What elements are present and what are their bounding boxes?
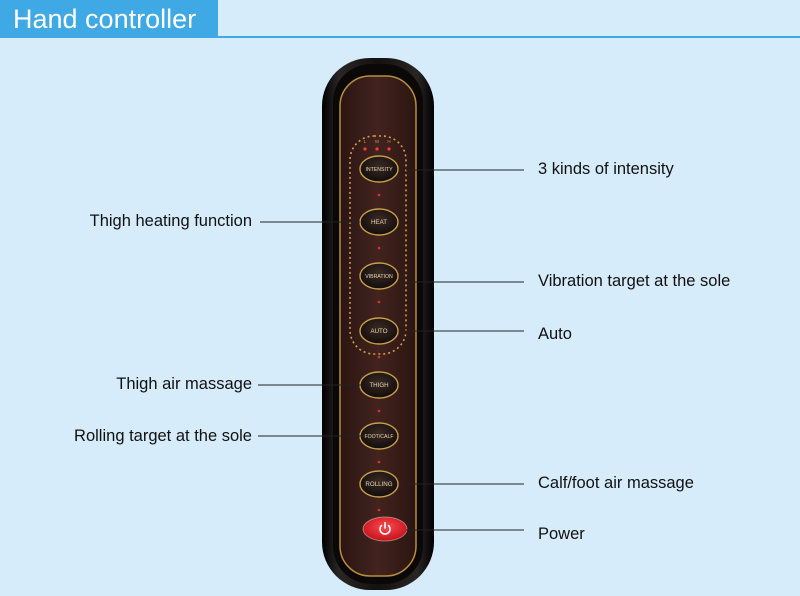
leader-lines <box>258 169 524 531</box>
indicator-label: H <box>387 139 390 144</box>
status-led <box>377 409 381 413</box>
callout-vibration-sole: Vibration target at the sole <box>538 272 731 290</box>
callout-auto: Auto <box>538 325 572 343</box>
auto-button[interactable]: AUTO <box>359 317 399 345</box>
intensity-group-outline <box>349 135 407 355</box>
indicator-led <box>387 147 391 151</box>
intensity-button-label: INTENSITY <box>365 167 393 173</box>
footcalf-button[interactable]: FOOT/CALF <box>359 422 399 450</box>
footcalf-button-label: FOOT/CALF <box>364 434 393 440</box>
rolling-button-label: ROLLING <box>365 481 392 488</box>
status-led <box>377 193 381 197</box>
vibration-button-shape[interactable] <box>359 262 399 290</box>
status-led <box>377 508 381 512</box>
controller-buttons: INTENSITY HEAT VIBRATION AUTO THIGH FOOT/CALF… <box>359 155 399 512</box>
indicator-led <box>363 147 367 151</box>
indicator-led <box>375 147 379 151</box>
heat-button[interactable]: HEAT <box>359 208 399 236</box>
indicator-h: H <box>387 139 391 151</box>
rolling-button[interactable]: ROLLING <box>359 470 399 498</box>
intensity-button-shape[interactable] <box>359 155 399 183</box>
vibration-button[interactable]: VIBRATION <box>359 262 399 290</box>
callout-calf-foot-air: Calf/foot air massage <box>538 474 694 492</box>
callout-power: Power <box>538 525 585 543</box>
header-divider <box>0 36 800 38</box>
callout-thigh-air: Thigh air massage <box>116 375 252 393</box>
callout-intensity-kinds: 3 kinds of intensity <box>538 160 674 178</box>
power-button-shape[interactable] <box>362 516 408 542</box>
page-title: Hand controller <box>0 0 218 38</box>
power-button[interactable] <box>362 516 408 542</box>
indicator-label: M <box>375 139 379 144</box>
thigh-button-label: THIGH <box>369 382 388 389</box>
auto-button-shape[interactable] <box>359 317 399 345</box>
power-icon <box>379 521 391 535</box>
rolling-button-shape[interactable] <box>359 470 399 498</box>
status-led <box>377 460 381 464</box>
intensity-button[interactable]: INTENSITY <box>359 155 399 183</box>
vibration-button-label: VIBRATION <box>365 274 393 280</box>
heat-button-label: HEAT <box>371 219 387 226</box>
callout-rolling-sole: Rolling target at the sole <box>74 427 252 445</box>
status-led <box>377 246 381 250</box>
indicator-label: L <box>364 139 367 144</box>
status-led <box>377 355 381 359</box>
callout-thigh-heating: Thigh heating function <box>89 212 252 230</box>
indicator-m: M <box>375 139 379 151</box>
thigh-button[interactable]: THIGH <box>359 371 399 399</box>
indicator-l: L <box>363 139 367 151</box>
auto-button-label: AUTO <box>370 328 387 335</box>
status-led <box>377 300 381 304</box>
